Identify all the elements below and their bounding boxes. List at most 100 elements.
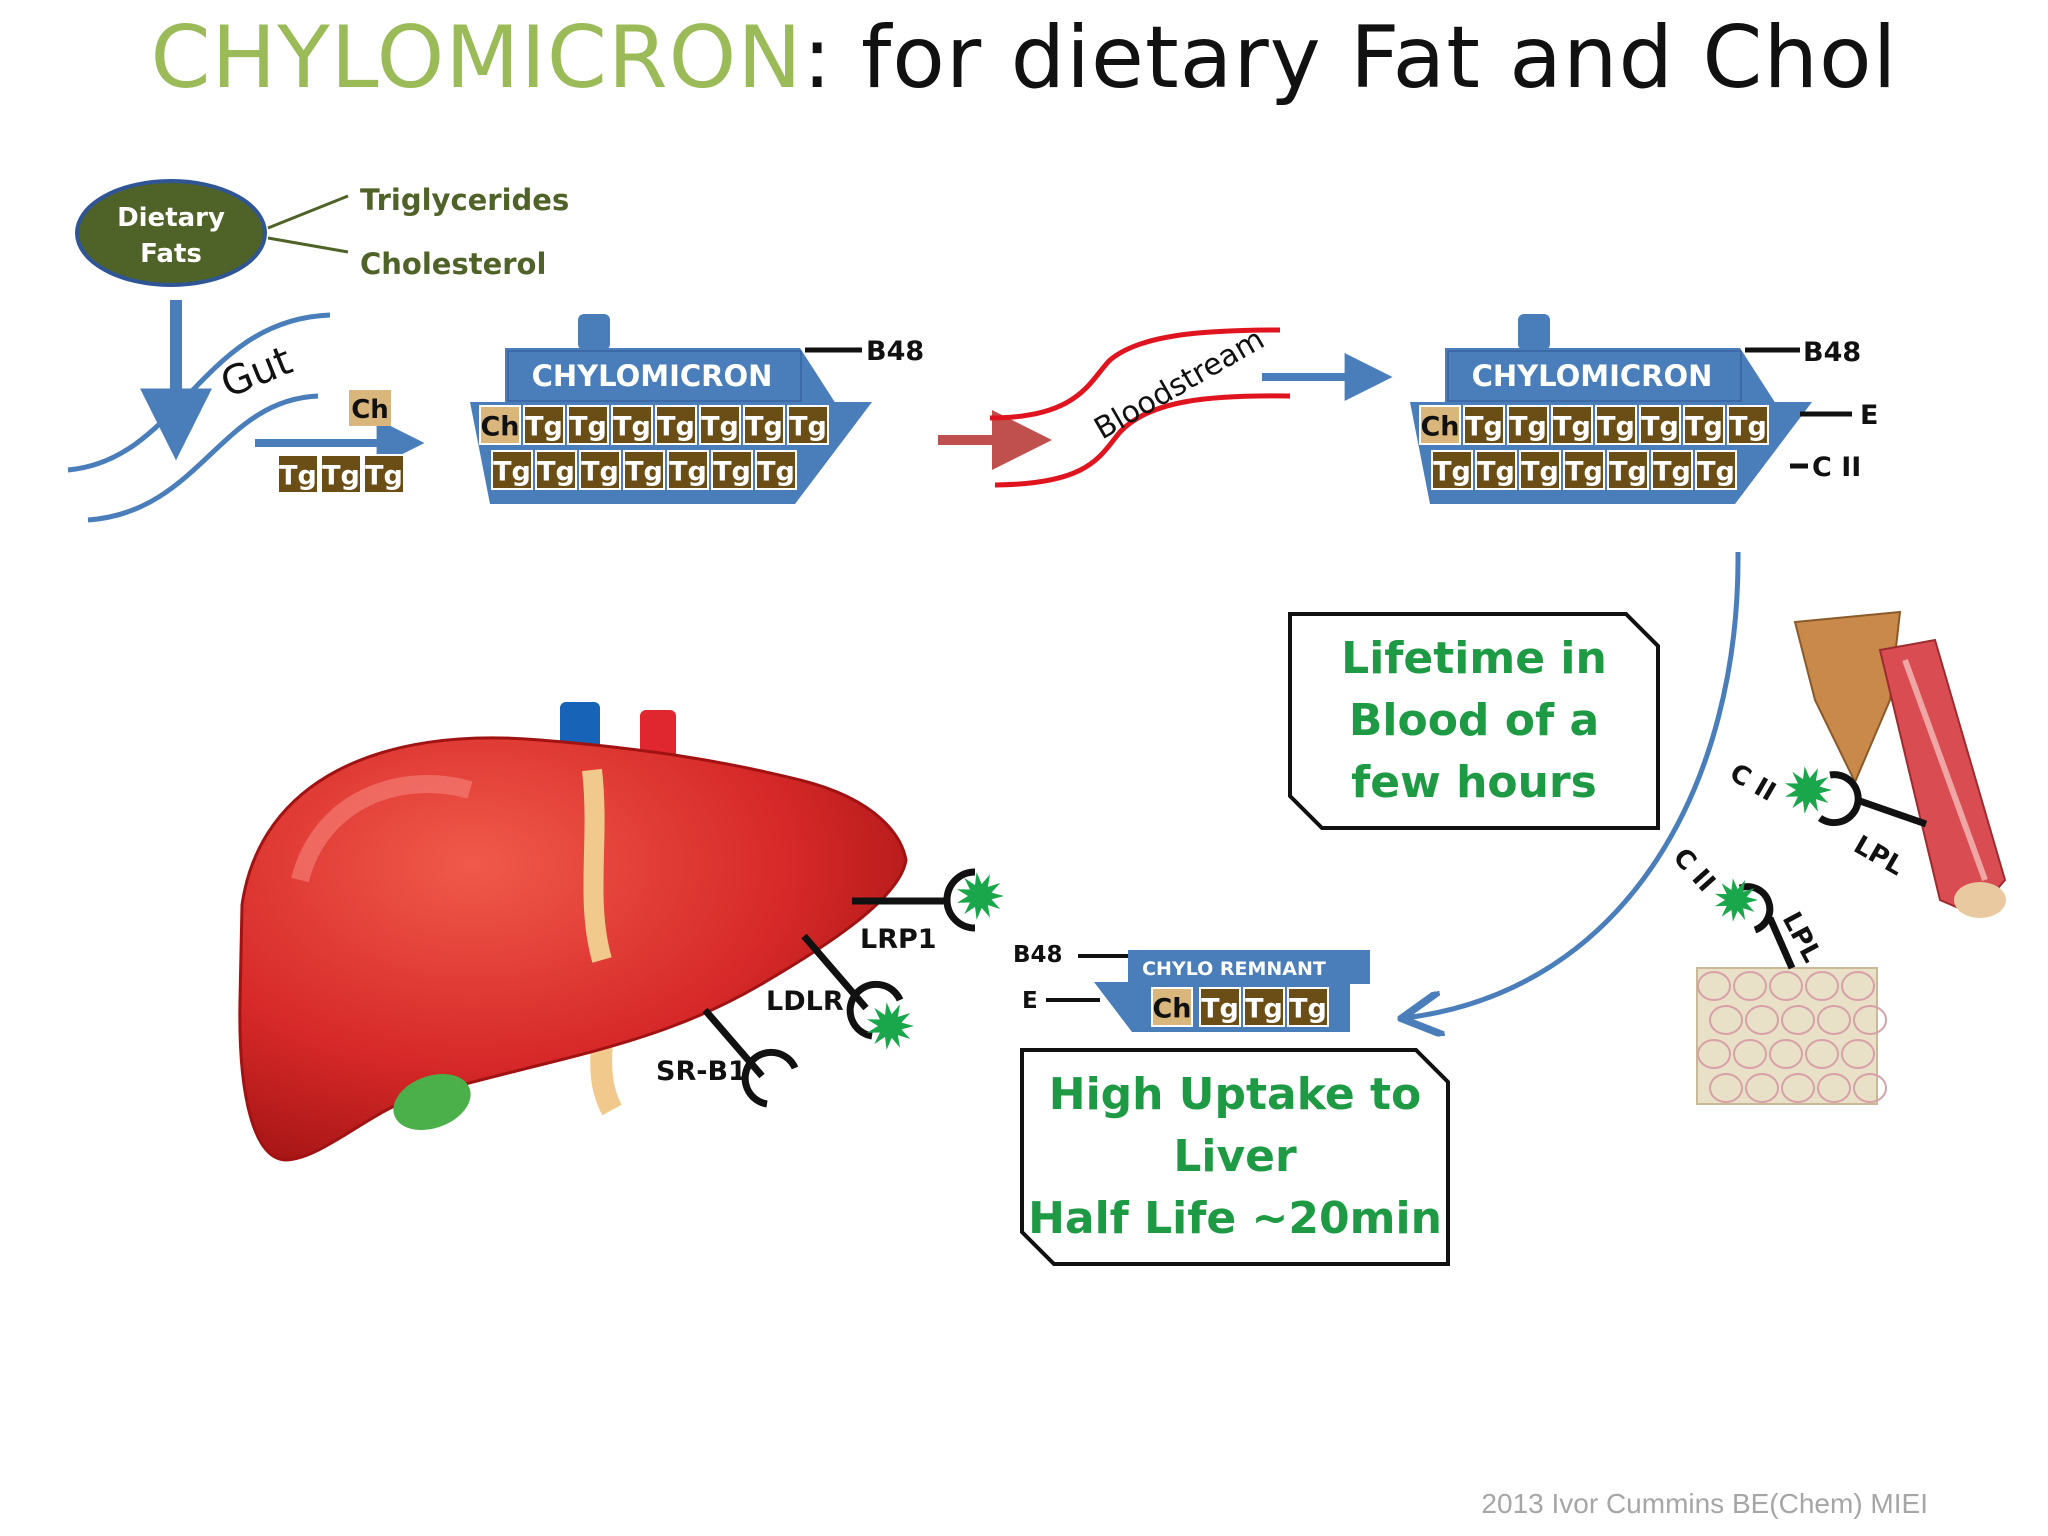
tg-tile: Tg xyxy=(787,405,829,445)
ship2-name: CHYLOMICRON xyxy=(1472,359,1713,393)
footer-credit: 2013 Ivor Cummins BE(Chem) MIEI xyxy=(1481,1488,1928,1519)
tg-tile: Tg xyxy=(1287,987,1329,1027)
srb1-label: SR-B1 xyxy=(656,1056,747,1087)
connector-triglycerides xyxy=(267,194,349,230)
dietary-label-1: Dietary xyxy=(117,203,225,233)
adipose-receptor: C II LPL xyxy=(1667,843,1827,970)
tg-tile: Tg xyxy=(711,450,753,490)
tg-tile: Tg xyxy=(277,454,319,494)
adipose-cell xyxy=(1769,971,1803,1001)
tg-label: Tg xyxy=(525,412,563,443)
adipose-cell xyxy=(1853,1073,1887,1103)
tg-label: Tg xyxy=(1653,457,1691,488)
adipose-cell xyxy=(1853,1005,1887,1035)
lrp1-label: LRP1 xyxy=(860,924,937,955)
ldlr-label: LDLR xyxy=(766,986,844,1017)
liver-illustration xyxy=(238,702,908,1162)
ship2-cii-label: C II xyxy=(1812,452,1861,483)
remnant-name: CHYLO REMNANT xyxy=(1142,958,1326,980)
ldlr-starburst xyxy=(867,1002,914,1050)
adipose-cell xyxy=(1817,1005,1851,1035)
connector-cholesterol xyxy=(267,236,349,254)
tg-label: Tg xyxy=(613,412,651,443)
tg-tile: Tg xyxy=(1243,987,1285,1027)
adipose-cell xyxy=(1697,1039,1731,1069)
tg-tile: Tg xyxy=(363,454,405,494)
lifetime-line-2: Blood of a xyxy=(1348,695,1600,746)
triglycerides-label: Triglycerides xyxy=(360,183,569,217)
adipose-starburst xyxy=(1714,878,1758,922)
tg-label: Tg xyxy=(669,457,707,488)
tg-tile: Tg xyxy=(743,405,785,445)
tg-label: Tg xyxy=(701,412,739,443)
tg-label: Tg xyxy=(745,412,783,443)
tg-tile: Tg xyxy=(535,450,577,490)
adipose-cell xyxy=(1817,1073,1851,1103)
ship2-e-label: E xyxy=(1860,400,1878,431)
tg-tile: Tg xyxy=(1475,450,1517,490)
tg-label: Tg xyxy=(581,457,619,488)
tg-label: Tg xyxy=(1641,412,1679,443)
remnant-e-label: E xyxy=(1022,988,1038,1014)
adipose-cell xyxy=(1805,971,1839,1001)
tg-label: Tg xyxy=(322,461,360,492)
ship2-b48-label: B48 xyxy=(1803,337,1861,368)
adipose-cell xyxy=(1745,1073,1779,1103)
tg-label: Tg xyxy=(279,461,317,492)
tg-label: Tg xyxy=(1433,457,1471,488)
tg-label: Tg xyxy=(1729,412,1767,443)
muscle-receptor: C II LPL xyxy=(1725,758,1928,882)
muscle-cii-label: C II xyxy=(1725,758,1781,808)
bloodstream-vessel xyxy=(989,327,1291,488)
srb1-receptor: SR-B1 xyxy=(656,1007,799,1108)
adipose-cell xyxy=(1781,1005,1815,1035)
tg-label: Tg xyxy=(1609,457,1647,488)
adipose-cell xyxy=(1745,1005,1779,1035)
adipose-cell xyxy=(1697,971,1731,1001)
tg-tile: Tg xyxy=(1463,405,1505,445)
ship1-b48-label: B48 xyxy=(866,336,924,367)
return-to-liver-arrow xyxy=(1405,551,1741,1018)
tg-tile: Tg xyxy=(1519,450,1561,490)
tg-label: Tg xyxy=(1521,457,1559,488)
lifetime-line-3: few hours xyxy=(1351,757,1597,808)
dietary-fats-node: Dietary Fats xyxy=(75,179,267,287)
tg-tile: Tg xyxy=(755,450,797,490)
bloodstream-label: Bloodstream xyxy=(1089,322,1271,447)
tg-label: Tg xyxy=(1245,994,1283,1025)
tg-tile: Tg xyxy=(1695,450,1737,490)
tg-label: Tg xyxy=(1509,412,1547,443)
adipose-cell xyxy=(1769,1039,1803,1069)
tg-label: Tg xyxy=(1289,994,1327,1025)
adipose-lpl-label: LPL xyxy=(1776,907,1827,967)
uptake-line-3: Half Life ~20min xyxy=(1028,1193,1442,1244)
tg-label: Tg xyxy=(1201,994,1239,1025)
tg-label: Tg xyxy=(713,457,751,488)
tg-tile: Tg xyxy=(611,405,653,445)
uptake-callout: High Uptake to Liver Half Life ~20min xyxy=(1020,1048,1450,1266)
tg-label: Tg xyxy=(569,412,607,443)
adipose-cell xyxy=(1709,1005,1743,1035)
tg-tile: Tg xyxy=(1563,450,1605,490)
ch-tile: Ch xyxy=(1419,405,1461,445)
tg-tile: Tg xyxy=(699,405,741,445)
tg-tile: Tg xyxy=(1607,450,1649,490)
adipose-cell xyxy=(1709,1073,1743,1103)
dietary-label-2: Fats xyxy=(140,239,202,269)
tg-label: Tg xyxy=(625,457,663,488)
ch-tile: Ch xyxy=(479,405,521,445)
tg-tile: Tg xyxy=(1551,405,1593,445)
adipose-cell xyxy=(1805,1039,1839,1069)
lrp1-starburst xyxy=(957,872,1004,920)
tg-label: Tg xyxy=(1553,412,1591,443)
adipose-cell xyxy=(1841,971,1875,1001)
ch-label: Ch xyxy=(1152,994,1191,1025)
tg-label: Tg xyxy=(657,412,695,443)
cholesterol-label: Cholesterol xyxy=(360,247,546,281)
